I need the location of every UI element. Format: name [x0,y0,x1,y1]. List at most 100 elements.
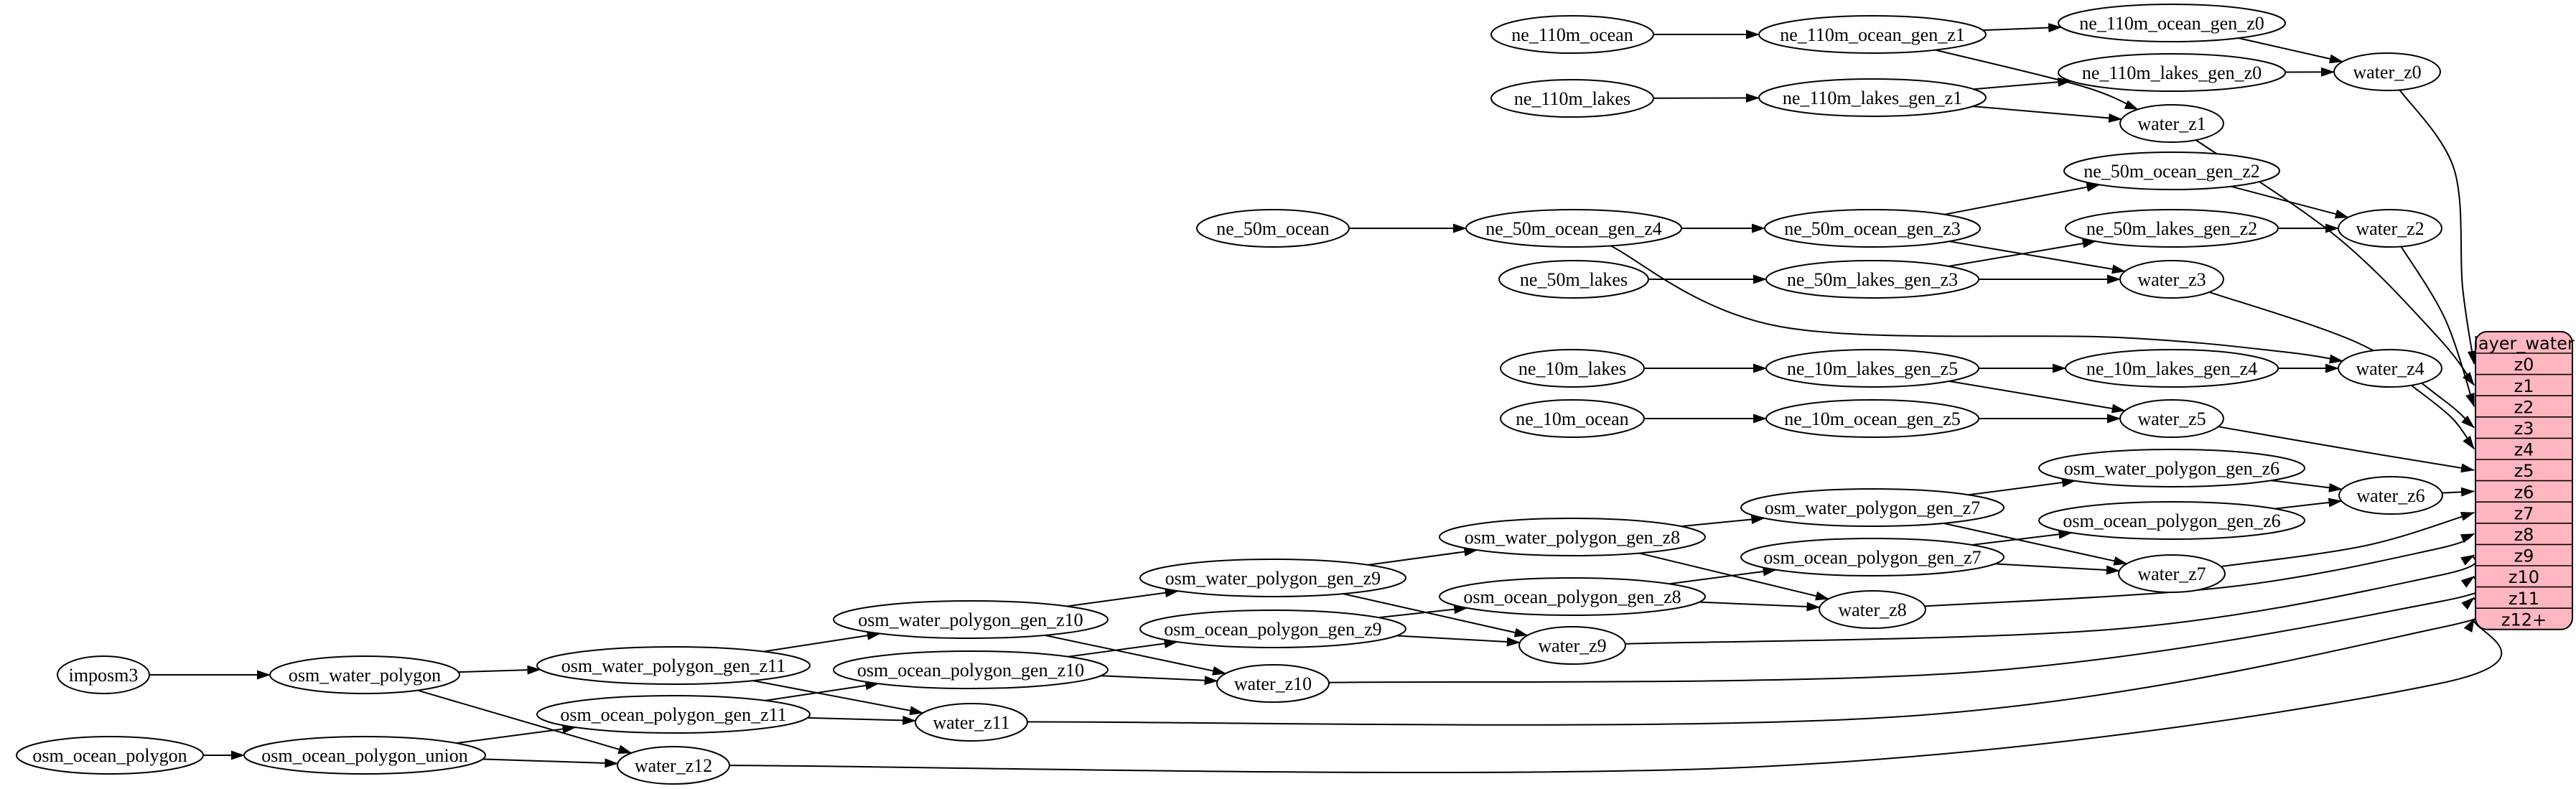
node-ellipse-water_z4 [2338,349,2442,388]
node-ellipse-water_z7 [2118,554,2226,593]
edge-water_z6-to-layer_water-z6 [2442,487,2475,497]
node-water_z6: water_z6 [2338,476,2443,515]
node-label-ne_110m_lakes_gen_z1: ne_110m_lakes_gen_z1 [1783,88,1962,108]
edge-osm_water_polygon_gen_z8-to-osm_water_polygon_gen_z7 [1681,515,1765,528]
node-water_z3: water_z3 [2119,260,2224,299]
node-water_z10: water_z10 [1216,664,1330,703]
node-label-water_z5: water_z5 [2137,408,2206,429]
node-label-water_z12: water_z12 [635,755,712,776]
node-label-osm_water_polygon_gen_z10: osm_water_polygon_gen_z10 [858,610,1083,630]
edge-osm_ocean_polygon_gen_z8-to-osm_ocean_polygon_gen_z7 [1669,566,1777,585]
node-imposm3: imposm3 [57,655,150,694]
node-ellipse-osm_water_polygon_gen_z6 [2038,449,2305,487]
node-ne_110m_ocean_gen_z1: ne_110m_ocean_gen_z1 [1758,15,1987,54]
node-ellipse-water_z6 [2338,476,2443,515]
edge-ne_110m_lakes_gen_z1-to-water_z1 [1972,106,2122,123]
node-ne_10m_lakes_gen_z4: ne_10m_lakes_gen_z4 [2065,349,2279,388]
edge-osm_ocean_polygon_gen_z10-to-water_z10 [1101,675,1218,686]
node-water_z8: water_z8 [1819,590,1926,629]
table-row-z6: z6 [2514,482,2534,503]
node-osm_ocean_polygon_gen_z7: osm_ocean_polygon_gen_z7 [1740,538,2005,576]
node-osm_water_polygon_gen_z11: osm_water_polygon_gen_z11 [536,646,811,685]
table-row-z3: z3 [2514,419,2534,439]
node-label-osm_water_polygon_gen_z11: osm_water_polygon_gen_z11 [561,655,785,676]
node-label-osm_water_polygon_gen_z9: osm_water_polygon_gen_z9 [1165,568,1381,589]
node-water_z12: water_z12 [617,746,730,785]
node-ellipse-ne_110m_ocean_gen_z1 [1758,15,1987,54]
node-label-water_z10: water_z10 [1234,673,1312,694]
node-label-ne_110m_ocean: ne_110m_ocean [1511,24,1633,45]
node-osm_ocean_polygon_gen_z10: osm_ocean_polygon_gen_z10 [833,650,1109,689]
edge-osm_water_polygon_gen_z7-to-osm_water_polygon_gen_z6 [1968,477,2076,496]
node-label-ne_10m_lakes_gen_z5: ne_10m_lakes_gen_z5 [1787,358,1958,379]
node-water_z0: water_z0 [2333,52,2441,91]
node-label-ne_110m_lakes_gen_z0: ne_110m_lakes_gen_z0 [2082,62,2262,83]
table-row-z1: z1 [2514,376,2534,396]
node-label-osm_ocean_polygon_gen_z8: osm_ocean_polygon_gen_z8 [1463,587,1681,607]
node-label-ne_50m_lakes: ne_50m_lakes [1520,269,1628,290]
node-ellipse-ne_10m_ocean [1500,399,1645,438]
node-ne_110m_ocean: ne_110m_ocean [1490,15,1654,54]
node-ellipse-water_z5 [2119,399,2224,438]
table-layer_water: layer_waterz0z1z2z3z4z5z6z7z8z9z10z11z12… [2473,331,2575,630]
node-water_z2: water_z2 [2338,209,2442,248]
node-ellipse-water_z2 [2338,209,2442,248]
node-ellipse-osm_ocean_polygon [16,736,204,775]
node-ellipse-osm_water_polygon_gen_z9 [1139,559,1406,597]
node-label-osm_ocean_polygon_gen_z7: osm_ocean_polygon_gen_z7 [1763,547,1981,568]
edge-osm_ocean_polygon_union-to-water_z12 [482,758,619,768]
edge-osm_water_polygon_gen_z11-to-osm_water_polygon_gen_z10 [763,630,881,653]
edge-osm_water_polygon_gen_z7-to-water_z7 [1943,522,2128,566]
node-label-ne_10m_ocean_gen_z5: ne_10m_ocean_gen_z5 [1784,408,1960,429]
edge-osm_ocean_polygon_gen_z9-to-water_z9 [1396,635,1521,647]
node-ellipse-osm_water_polygon_gen_z11 [536,646,811,685]
node-label-water_z9: water_z9 [1538,635,1606,656]
node-ellipse-ne_10m_ocean_gen_z5 [1765,399,1979,438]
edge-ne_10m_lakes_gen_z5-to-water_z5 [1949,381,2126,414]
node-osm_ocean_polygon_union: osm_ocean_polygon_union [243,736,486,775]
node-label-ne_110m_ocean_gen_z0: ne_110m_ocean_gen_z0 [2079,13,2264,34]
node-ellipse-ne_50m_ocean_gen_z4 [1465,209,1682,248]
node-osm_water_polygon_gen_z8: osm_water_polygon_gen_z8 [1439,518,1706,556]
node-water_z1: water_z1 [2119,104,2224,143]
edge-ne_50m_ocean_gen_z3-to-ne_50m_ocean_gen_z2 [1944,182,2101,215]
node-label-water_z1: water_z1 [2137,113,2206,134]
edge-osm_water_polygon-to-water_z12 [417,689,633,754]
node-ne_50m_lakes_gen_z3: ne_50m_lakes_gen_z3 [1765,260,1979,299]
node-osm_water_polygon_gen_z6: osm_water_polygon_gen_z6 [2038,449,2305,487]
node-osm_ocean_polygon_gen_z6: osm_ocean_polygon_gen_z6 [2038,501,2305,540]
node-ne_50m_ocean: ne_50m_ocean [1196,209,1350,248]
node-label-osm_ocean_polygon_gen_z10: osm_ocean_polygon_gen_z10 [857,660,1084,681]
node-ellipse-ne_110m_ocean [1490,15,1654,54]
node-label-osm_ocean_polygon_gen_z9: osm_ocean_polygon_gen_z9 [1164,619,1381,640]
table-row-z7: z7 [2514,503,2534,523]
node-ellipse-osm_ocean_polygon_gen_z6 [2038,501,2305,540]
node-ne_50m_ocean_gen_z4: ne_50m_ocean_gen_z4 [1465,209,1682,248]
edge-osm_ocean_polygon_gen_z7-to-water_z7 [1994,563,2120,575]
edge-ne_110m_ocean_gen_z0-to-water_z0 [2238,37,2343,64]
node-label-osm_water_polygon_gen_z7: osm_water_polygon_gen_z7 [1765,498,1980,518]
table-row-z5: z5 [2514,461,2534,481]
node-ne_10m_ocean: ne_10m_ocean [1500,399,1645,438]
edge-osm_water_polygon_gen_z9-to-water_z9 [1343,593,1529,638]
node-osm_ocean_polygon_gen_z11: osm_ocean_polygon_gen_z11 [536,695,811,734]
node-label-osm_ocean_polygon_gen_z6: osm_ocean_polygon_gen_z6 [2063,510,2280,531]
node-label-ne_50m_ocean_gen_z2: ne_50m_ocean_gen_z2 [2083,161,2259,182]
node-label-water_z2: water_z2 [2356,218,2424,239]
node-label-ne_10m_lakes: ne_10m_lakes [1518,358,1626,379]
node-label-ne_50m_ocean_gen_z4: ne_50m_ocean_gen_z4 [1485,218,1661,239]
node-ellipse-water_z9 [1518,626,1626,665]
table-row-z11: z11 [2509,589,2539,609]
node-ellipse-ne_10m_lakes_gen_z4 [2065,349,2279,388]
node-ellipse-imposm3 [57,655,150,694]
node-water_z11: water_z11 [915,703,1028,742]
node-label-imposm3: imposm3 [69,665,139,686]
edge-water_z7-to-layer_water-z7 [2221,512,2475,568]
node-ellipse-osm_ocean_polygon_gen_z8 [1439,577,1706,616]
edge-ne_50m_ocean_gen_z3-to-water_z3 [1949,241,2126,274]
node-label-osm_water_polygon_gen_z6: osm_water_polygon_gen_z6 [2064,458,2279,479]
node-osm_water_polygon_gen_z9: osm_water_polygon_gen_z9 [1139,559,1406,597]
node-label-ne_50m_lakes_gen_z3: ne_50m_lakes_gen_z3 [1787,269,1958,290]
